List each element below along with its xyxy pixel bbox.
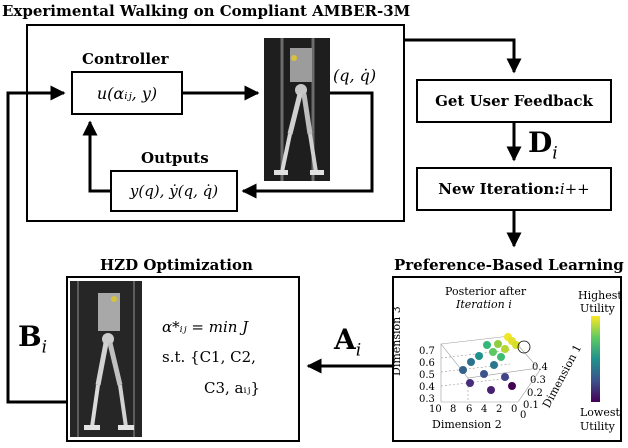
y-tick-4: 0 [520, 410, 527, 421]
b-label: Bi [18, 320, 47, 358]
pbl-box [392, 276, 622, 442]
b-label-main: B [18, 320, 42, 353]
y-tick-2: 0.2 [527, 388, 543, 399]
point [480, 370, 488, 378]
point [490, 361, 498, 369]
point [494, 340, 502, 348]
pbl-title: Preference-Based Learning [394, 256, 624, 274]
robot-photo-top [264, 38, 330, 181]
controller-label: Controller [82, 50, 169, 68]
point [489, 348, 497, 356]
point [501, 373, 509, 381]
user-feedback-box: Get User Feedback [416, 79, 612, 123]
state-label: (q, q̇) [333, 66, 377, 85]
hzd-constraints-1: s.t. {C1, C2, [162, 348, 256, 366]
arrow-outputs-to-controller [82, 120, 110, 193]
point [466, 379, 474, 387]
arrow-experiment-to-feedback [405, 38, 522, 74]
a-label-sub: i [355, 340, 362, 361]
colorbar-top-2: Utility [580, 302, 615, 315]
y-tick-3: 0.1 [523, 400, 539, 411]
hzd-objective: α*ᵢⱼ = min J [162, 318, 249, 336]
arrow-hzd-to-controller [6, 85, 66, 404]
point [512, 341, 520, 349]
plot-title-1: Posterior after [445, 285, 527, 298]
d-label: Di [528, 126, 558, 164]
z-tick-2: 0.5 [419, 370, 435, 381]
point [501, 345, 509, 353]
z-tick-3: 0.4 [419, 382, 435, 393]
arrow-robot-to-outputs [241, 91, 374, 199]
point [475, 352, 483, 360]
d-label-main: D [528, 126, 553, 159]
x-tick-2: 6 [466, 404, 473, 415]
plot-title-2: Iteration i [456, 298, 512, 311]
plot-axes [440, 335, 541, 403]
colorbar-bottom-1: Lowest [580, 406, 620, 419]
colorbar-bottom-2: Utility [580, 420, 615, 433]
x-tick-3: 4 [481, 404, 488, 415]
d-label-sub: i [552, 143, 558, 164]
point [487, 386, 495, 394]
hzd-constraints-2: C3, aᵢⱼ} [204, 379, 261, 397]
arrows [6, 38, 522, 404]
z-tick-4: 0.3 [419, 394, 435, 405]
point [483, 341, 491, 349]
new-iteration-box: New Iteration: i++ [416, 167, 612, 211]
dim2-label: Dimension 2 [432, 418, 502, 431]
outputs-label: Outputs [141, 149, 209, 167]
point [497, 353, 505, 361]
y-tick-0: 0.4 [532, 362, 548, 373]
diagram-title: Experimental Walking on Compliant AMBER-… [2, 2, 411, 20]
z-tick-0: 0.7 [419, 346, 435, 357]
a-label-main: A [334, 323, 356, 356]
point [508, 382, 516, 390]
posterior-points [459, 333, 531, 394]
x-tick-1: 8 [450, 404, 457, 415]
a-label: Ai [334, 323, 361, 361]
controller-box: u(αᵢⱼ, y) [71, 71, 183, 115]
robot-photo-bottom [70, 281, 142, 437]
colorbar-top-1: Highest [578, 289, 622, 302]
point [467, 358, 475, 366]
y-tick-1: 0.3 [530, 375, 546, 386]
outputs-box: y(q), ẏ(q, q̇) [110, 170, 238, 212]
iteration-label: New Iteration: [438, 180, 560, 198]
point [459, 366, 467, 374]
b-label-sub: i [41, 337, 48, 358]
hzd-title: HZD Optimization [100, 256, 253, 274]
iteration-expr: i++ [559, 180, 590, 198]
colorbar [591, 316, 600, 402]
highlight-ring [517, 340, 531, 354]
x-tick-0: 10 [429, 404, 442, 415]
x-tick-4: 2 [496, 404, 503, 415]
x-tick-5: 0 [511, 404, 518, 415]
z-tick-1: 0.6 [419, 358, 435, 369]
